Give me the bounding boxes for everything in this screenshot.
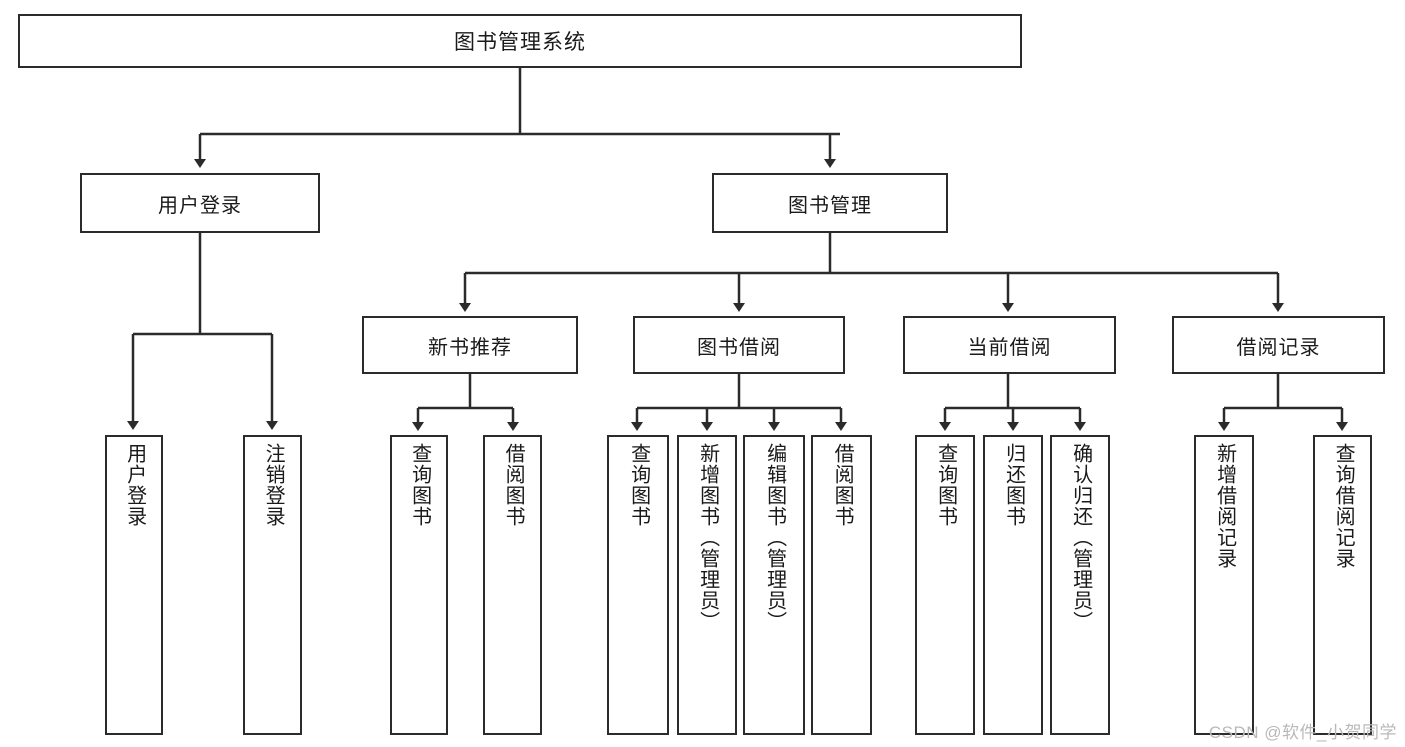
node-user-login[interactable]: 用户登录 <box>80 173 320 233</box>
watermark-text: CSDN @软件_小贺同学 <box>1208 723 1397 742</box>
node-book-borrow-label: 图书借阅 <box>697 336 781 359</box>
leaf-return-book-label: 归还图书 <box>1002 443 1025 527</box>
leaf-query-borrow-record-label: 查询借阅记录 <box>1332 443 1355 569</box>
leaf-query-book-recommend-label: 查询图书 <box>408 443 431 527</box>
node-borrow-record[interactable]: 借阅记录 <box>1172 316 1385 374</box>
node-book-borrow[interactable]: 图书借阅 <box>633 316 845 374</box>
leaf-confirm-return-admin-label: 确认归还（管理员） <box>1069 443 1092 632</box>
node-book-management[interactable]: 图书管理 <box>712 173 948 233</box>
node-book-management-label: 图书管理 <box>788 194 872 217</box>
leaf-add-borrow-record[interactable]: 新增借阅记录 <box>1194 435 1254 735</box>
leaf-user-logout[interactable]: 注销登录 <box>243 435 302 735</box>
leaf-return-book[interactable]: 归还图书 <box>983 435 1043 735</box>
node-user-login-label: 用户登录 <box>158 194 242 217</box>
leaf-query-book-borrow[interactable]: 查询图书 <box>607 435 669 735</box>
leaf-edit-book-admin-label: 编辑图书（管理员） <box>763 443 786 632</box>
leaf-borrow-book-recommend-label: 借阅图书 <box>502 443 525 527</box>
leaf-add-book-admin[interactable]: 新增图书（管理员） <box>677 435 737 735</box>
leaf-query-book-borrow-label: 查询图书 <box>627 443 650 527</box>
leaf-query-borrow-record[interactable]: 查询借阅记录 <box>1313 435 1372 735</box>
node-borrow-record-label: 借阅记录 <box>1236 336 1321 359</box>
leaf-borrow-book[interactable]: 借阅图书 <box>811 435 872 735</box>
leaf-borrow-book-recommend[interactable]: 借阅图书 <box>483 435 542 735</box>
leaf-user-login[interactable]: 用户登录 <box>105 435 163 735</box>
node-new-book-recommend-label: 新书推荐 <box>428 336 512 359</box>
node-new-book-recommend[interactable]: 新书推荐 <box>362 316 578 374</box>
leaf-user-login-label: 用户登录 <box>123 443 146 527</box>
leaf-confirm-return-admin[interactable]: 确认归还（管理员） <box>1050 435 1110 735</box>
leaf-add-borrow-record-label: 新增借阅记录 <box>1213 443 1236 569</box>
leaf-edit-book-admin[interactable]: 编辑图书（管理员） <box>743 435 805 735</box>
leaf-user-logout-label: 注销登录 <box>262 443 285 527</box>
leaf-borrow-book-label: 借阅图书 <box>831 443 854 527</box>
leaf-query-book-current-label: 查询图书 <box>934 443 957 527</box>
node-root-label: 图书管理系统 <box>454 31 586 54</box>
leaf-add-book-admin-label: 新增图书（管理员） <box>696 443 719 632</box>
node-current-borrow-label: 当前借阅 <box>967 336 1052 359</box>
leaf-query-book-current[interactable]: 查询图书 <box>915 435 975 735</box>
node-root[interactable]: 图书管理系统 <box>18 14 1022 68</box>
leaf-query-book-recommend[interactable]: 查询图书 <box>390 435 448 735</box>
node-current-borrow[interactable]: 当前借阅 <box>903 316 1116 374</box>
